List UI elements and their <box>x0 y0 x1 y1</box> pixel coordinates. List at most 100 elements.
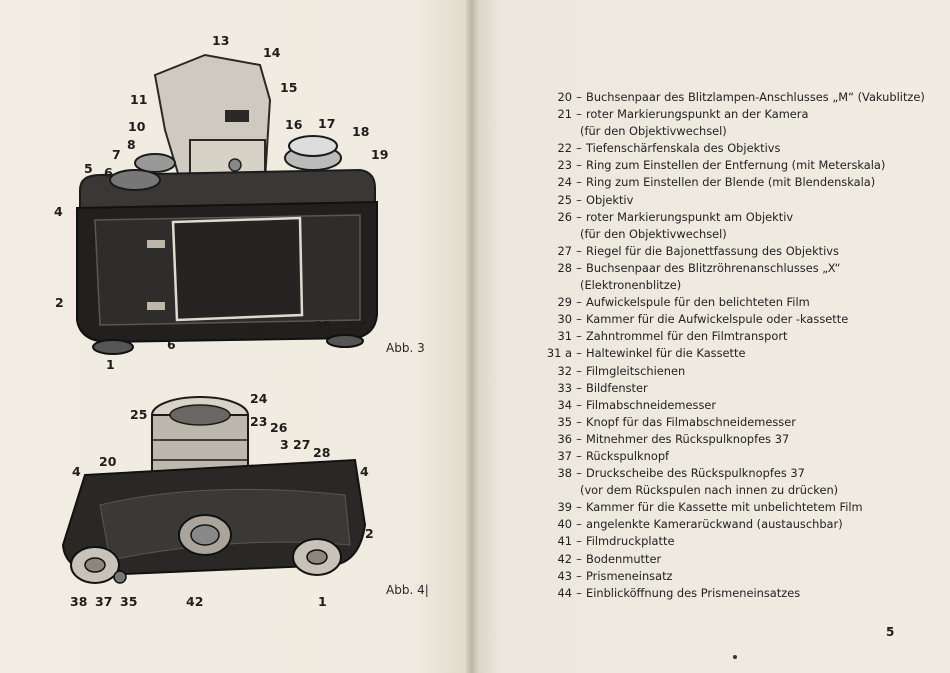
legend-number: 20 <box>557 90 573 104</box>
callout-2: 2 <box>55 295 64 310</box>
legend-entry: 26–roter Markierungspunkt am Objektiv <box>510 209 940 226</box>
legend-number: 30 <box>557 312 573 327</box>
figure-caption-abb4: Abb. 4| <box>386 583 429 597</box>
callout-4-right: 4 <box>360 464 369 479</box>
legend-text: Buchsenpaar des Blitzröhrenanschlusses „… <box>586 260 841 275</box>
legend-number: 32 <box>557 363 573 378</box>
callout-8: 8 <box>127 137 136 152</box>
callout-10: 10 <box>128 119 146 134</box>
legend-number: 23 <box>557 158 573 173</box>
legend-entry: 28–Buchsenpaar des Blitzröhrenanschlusse… <box>510 260 940 277</box>
legend-text: Filmgleitschienen <box>586 363 686 378</box>
legend-dash: – <box>576 346 582 361</box>
callout-14: 14 <box>263 45 281 60</box>
legend-dash: – <box>576 448 582 463</box>
legend-dash: – <box>576 295 582 310</box>
legend-text: angelenkte Kamerarückwand (austauschbar) <box>586 517 843 532</box>
legend-number: 33 <box>557 380 573 395</box>
legend-text: roter Markierungspunkt an der Kamera <box>586 107 809 122</box>
callout-37: 37 <box>348 318 366 333</box>
callout-35: 35 <box>314 318 332 333</box>
callout-42: 42 <box>186 594 204 609</box>
legend-continuation: (Elektronenblitze) <box>580 278 682 293</box>
legend-dash: – <box>576 329 582 344</box>
callout-11: 11 <box>130 92 148 107</box>
book-gutter <box>466 0 478 673</box>
legend-number: 44 <box>557 585 573 600</box>
legend-number: 27 <box>557 243 573 258</box>
legend-entry: 38–Druckscheibe des Rückspulknopfes 37 <box>510 465 940 482</box>
legend-entry: 27–Riegel für die Bajonettfassung des Ob… <box>510 243 940 260</box>
legend-entry: 33–Bildfenster <box>510 380 940 397</box>
legend-text: Einblicköffnung des Prismeneinsatzes <box>586 585 801 600</box>
legend-dash: – <box>576 414 582 429</box>
callout-38: 38 <box>70 594 88 609</box>
legend-number: 31 <box>557 329 573 344</box>
legend-entry: 32–Filmgleitschienen <box>510 363 940 380</box>
legend-text: Zahntrommel für den Filmtransport <box>586 329 788 344</box>
legend-number: 21 <box>557 107 573 122</box>
legend-number: 34 <box>557 397 573 412</box>
legend-number: 42 <box>557 551 573 566</box>
legend-text: Rückspulknopf <box>586 448 670 463</box>
legend-dash: – <box>576 551 582 566</box>
legend-text: Druckscheibe des Rückspulknopfes 37 <box>586 466 805 481</box>
legend-dash: – <box>576 466 582 481</box>
legend-text: Kammer für die Kassette mit unbelichtete… <box>586 500 863 515</box>
legend-entry: 31–Zahntrommel für den Filmtransport <box>510 328 940 345</box>
legend-entry: 36–Mitnehmer des Rückspulknopfes 37 <box>510 431 940 448</box>
callout-2-fig4: 2 <box>365 526 374 541</box>
legend-entry: 35–Knopf für das Filmabschneidemesser <box>510 414 940 431</box>
callout-4: 4 <box>54 204 63 219</box>
legend-entry: 44–Einblicköffnung des Prismeneinsatzes <box>510 585 940 602</box>
legend-text: Filmabschneidemesser <box>586 397 717 412</box>
legend-entry: 30–Kammer für die Aufwickelspule oder -k… <box>510 311 940 328</box>
legend-continuation: (für den Objektivwechsel) <box>580 124 727 139</box>
callout-37-fig4: 37 <box>95 594 113 609</box>
legend-text: Bodenmutter <box>586 551 662 566</box>
callout-20: 20 <box>99 454 117 469</box>
legend-number: 35 <box>557 414 573 429</box>
legend-number: 43 <box>557 568 573 583</box>
callout-27: 27 <box>293 437 311 452</box>
legend-dash: – <box>576 243 582 258</box>
callout-25: 25 <box>130 407 148 422</box>
legend-number: 28 <box>557 260 573 275</box>
figure-caption-abb3: Abb. 3 <box>386 341 425 355</box>
legend-entry: 20–Buchsenpaar des Blitzlampen-Anschluss… <box>510 89 940 106</box>
callout-28: 28 <box>313 445 331 460</box>
callout-15: 15 <box>280 80 298 95</box>
legend-text: Knopf für das Filmabschneidemesser <box>586 414 796 429</box>
legend-text: Ring zum Einstellen der Entfernung (mit … <box>586 158 886 173</box>
legend-text: Tiefenschärfenskala des Objektivs <box>586 141 781 156</box>
legend-text: Mitnehmer des Rückspulknopfes 37 <box>586 431 790 446</box>
legend-entry: 22–Tiefenschärfenskala des Objektivs <box>510 140 940 157</box>
callout-13: 13 <box>212 33 230 48</box>
callout-17: 17 <box>318 116 336 131</box>
legend-number: 22 <box>557 141 573 156</box>
callout-1: 1 <box>106 357 115 372</box>
legend-entry: 41–Filmdruckplatte <box>510 533 940 550</box>
legend-dash: – <box>576 397 582 412</box>
legend-number: 29 <box>557 295 573 310</box>
legend-continuation: (für den Objektivwechsel) <box>580 226 727 241</box>
legend-dash: – <box>576 517 582 532</box>
legend-text: Haltewinkel für die Kassette <box>586 346 746 361</box>
callout-3: 3 <box>280 437 289 452</box>
legend-number: 40 <box>557 517 573 532</box>
callout-16: 16 <box>285 117 303 132</box>
callout-35-fig4: 35 <box>120 594 138 609</box>
callout-19: 19 <box>371 147 389 162</box>
callout-23: 23 <box>250 414 268 429</box>
legend-dash: – <box>576 568 582 583</box>
legend-number: 36 <box>557 431 573 446</box>
legend-number: 39 <box>557 500 573 515</box>
legend-dash: – <box>576 312 582 327</box>
legend-dash: – <box>576 585 582 600</box>
callout-24: 24 <box>250 391 268 406</box>
callout-26: 26 <box>270 420 288 435</box>
callout-18: 18 <box>352 124 370 139</box>
callout-40: 40 <box>246 323 264 338</box>
legend-number: 38 <box>557 466 573 481</box>
legend-entry: 43–Prismeneinsatz <box>510 568 940 585</box>
